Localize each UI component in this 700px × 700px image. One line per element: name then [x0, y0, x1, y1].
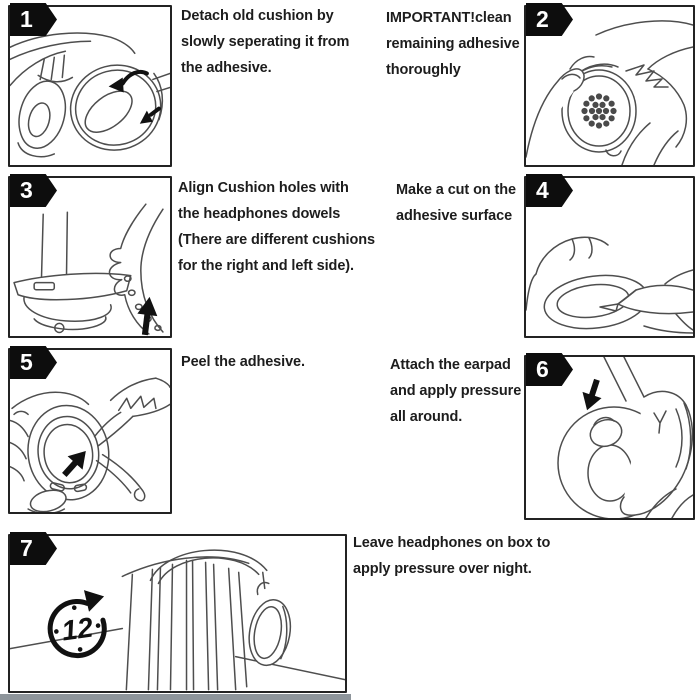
step-4-text: Make a cut on the adhesive surface [396, 177, 516, 229]
step-1-number: 1 [20, 6, 33, 32]
table-edge-sketch [10, 627, 345, 681]
step-6-badge: 6 [526, 353, 573, 386]
books-sketch [121, 556, 250, 691]
clock-hours-label: 12 [60, 611, 96, 646]
left-thumb-sketch [526, 55, 595, 158]
press-earpad-illustration [557, 357, 693, 518]
headphones-on-box-illustration: 12 [10, 549, 345, 691]
headphones-sketch [149, 549, 292, 667]
step-5-text: Peel the adhesive. [181, 349, 305, 375]
step-7-panel: 12 [8, 534, 347, 693]
align-arrow [137, 296, 158, 336]
step-7-badge: 7 [10, 532, 57, 565]
step-6-text: Attach the earpad and apply pressure all… [390, 352, 521, 430]
thumb-sketch [27, 489, 67, 512]
step-2-line-1: IMPORTANT!clean [386, 10, 512, 26]
step-2-number: 2 [536, 6, 549, 32]
step-7-text: Leave headphones on box to apply pressur… [353, 530, 550, 582]
step-5-number: 5 [20, 349, 33, 375]
step-1-line-2: slowly seperating it from [181, 34, 350, 50]
12-hour-clock-icon: 12 [47, 590, 107, 659]
step-6-line-1: Attach the earpad [390, 357, 511, 373]
step-6-number: 6 [536, 356, 549, 382]
headphone-flat-sketch [13, 211, 132, 334]
step-7-line-1: Leave headphones on box to [353, 535, 551, 551]
step-1-line-1: Detach old cushion by [181, 8, 334, 24]
step-7-number: 7 [20, 535, 33, 561]
step-3-line-1: Align Cushion holes with [178, 180, 349, 196]
press-arrow [582, 378, 602, 411]
step-1-badge: 1 [10, 3, 57, 36]
step-3-line-2: the headphones dowels [178, 206, 341, 222]
bottom-gray-bar [0, 694, 351, 700]
step-6-line-2: and apply pressure [390, 383, 522, 399]
align-holes-illustration [13, 203, 164, 336]
step-1-text: Detach old cushion by slowly seperating … [181, 3, 349, 81]
step-7-line-2: apply pressure over night. [353, 561, 532, 577]
peeling-hand-strip-sketch [93, 377, 170, 502]
cushion-ring-sketch [27, 404, 110, 501]
pressing-hand-sketch [589, 357, 693, 518]
peel-arrow [62, 450, 86, 477]
step-1-line-3: the adhesive. [181, 60, 272, 76]
step-3-number: 3 [20, 177, 33, 203]
step-2-line-2: remaining adhesive [386, 36, 520, 52]
step-4-number: 4 [536, 177, 549, 203]
step-4-line-2: adhesive surface [396, 208, 513, 224]
step-3-text: Align Cushion holes with the headphones … [178, 175, 375, 279]
step-3-badge: 3 [10, 174, 57, 207]
cushion-sketch [69, 64, 170, 151]
left-hand-sketch [526, 236, 609, 311]
step-2-badge: 2 [526, 3, 573, 36]
step-6-line-3: all around. [390, 409, 463, 425]
pull-direction-arrows [108, 69, 161, 124]
earcup-sketch [561, 63, 637, 157]
step-2-text: IMPORTANT!clean remaining adhesive thoro… [386, 5, 520, 83]
left-hand-sketch [10, 391, 90, 482]
step-3-line-3: (There are different cushions [178, 232, 375, 248]
cutting-finger-sketch [599, 269, 693, 334]
step-4-badge: 4 [526, 174, 573, 207]
headphone-body-sketch [10, 32, 136, 158]
step-4-line-1: Make a cut on the [396, 182, 516, 198]
speaker-holes-dots [581, 93, 617, 129]
step-4-panel [524, 176, 695, 338]
clean-adhesive-illustration [526, 20, 693, 165]
step-5-badge: 5 [10, 346, 57, 379]
step-2-line-3: thoroughly [386, 62, 461, 78]
step-1-panel [8, 5, 172, 167]
step-5-line-1: Peel the adhesive. [181, 354, 305, 370]
detach-cushion-illustration [10, 32, 170, 158]
peel-adhesive-illustration [10, 377, 170, 512]
cushion-ring-sketch [108, 203, 164, 335]
right-hand-sketch [595, 20, 693, 165]
step-3-line-4: for the right and left side). [178, 258, 354, 274]
cut-adhesive-illustration [526, 236, 693, 334]
